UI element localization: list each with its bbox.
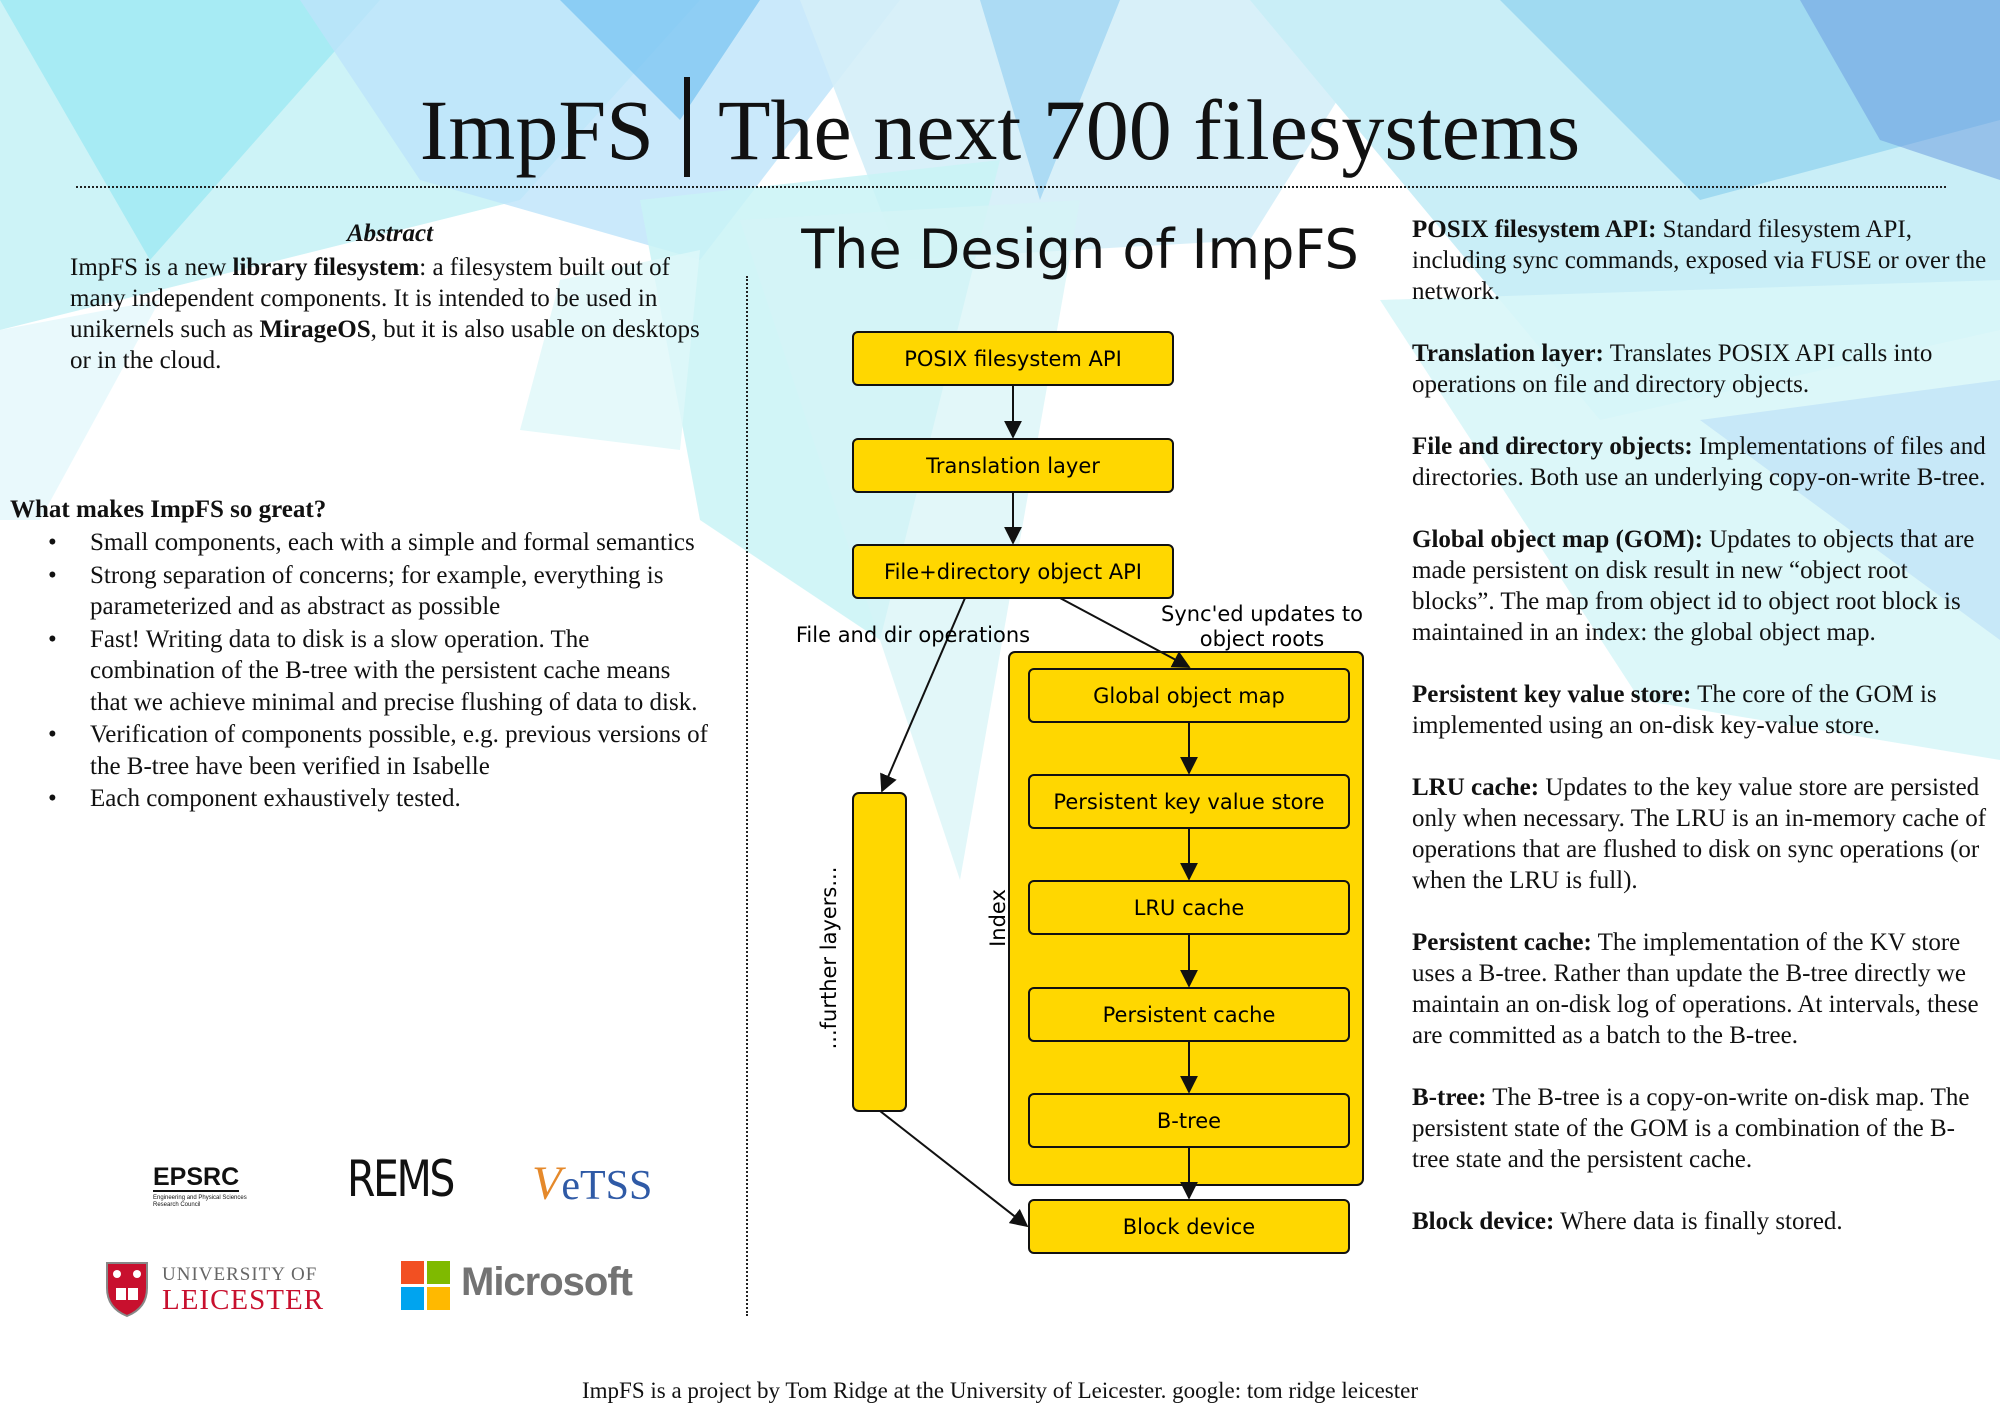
desc-block: Block device: Where data is finally stor… bbox=[1412, 1206, 1992, 1237]
file-object-api-label: File+directory object API bbox=[884, 560, 1142, 584]
translation-layer-label: Translation layer bbox=[925, 454, 1100, 478]
epsrc-subtitle-1: Engineering and Physical Sciences bbox=[153, 1195, 247, 1201]
desc-translation: Translation layer: Translates POSIX API … bbox=[1412, 338, 1992, 400]
title-right: The next 700 filesystems bbox=[717, 82, 1581, 178]
sync-label-line-2: object roots bbox=[1200, 627, 1324, 651]
pkv-box: Persistent key value store bbox=[1028, 774, 1350, 829]
microsoft-squares-icon bbox=[401, 1261, 450, 1310]
abstract-heading: Abstract bbox=[346, 220, 434, 247]
desc-file-objects: File and directory objects: Implementati… bbox=[1412, 431, 1992, 493]
vetss-v: V bbox=[532, 1157, 562, 1210]
desc-term: B-tree: bbox=[1412, 1084, 1487, 1111]
leicester-shield-icon bbox=[106, 1262, 148, 1318]
pcache-box: Persistent cache bbox=[1028, 987, 1350, 1042]
title-divider bbox=[683, 77, 690, 177]
abstract-bold-1: library filesystem bbox=[232, 254, 420, 281]
great-heading: What makes ImpFS so great? bbox=[10, 496, 327, 523]
list-item: Verification of components possible, e.g… bbox=[40, 719, 710, 782]
further-layers-label: ...further layers... bbox=[817, 867, 841, 1050]
btree-box: B-tree bbox=[1028, 1093, 1350, 1148]
posix-api-label: POSIX filesystem API bbox=[904, 347, 1122, 371]
gom-box: Global object map bbox=[1028, 668, 1350, 723]
component-descriptions: POSIX filesystem API: Standard filesyste… bbox=[1412, 214, 1992, 1268]
arrow-further-block bbox=[879, 1110, 1029, 1228]
desc-text: Where data is finally stored. bbox=[1554, 1208, 1843, 1235]
file-object-api-box: File+directory object API bbox=[852, 544, 1174, 599]
desc-term: Block device: bbox=[1412, 1208, 1555, 1235]
desc-term: Global object map (GOM): bbox=[1412, 526, 1703, 553]
posix-api-box: POSIX filesystem API bbox=[852, 331, 1174, 386]
abstract-text-2: : a filesystem built out of many indepen… bbox=[70, 254, 670, 343]
vetss-rest: eTSS bbox=[561, 1163, 653, 1209]
lru-label: LRU cache bbox=[1134, 896, 1245, 920]
microsoft-wordmark: Microsoft bbox=[461, 1260, 633, 1304]
desc-text: Updates to the key value store are persi… bbox=[1412, 774, 1987, 894]
sync-label-line-1: Sync'ed updates to bbox=[1161, 602, 1363, 626]
block-device-label: Block device bbox=[1123, 1215, 1255, 1239]
rems-logo: REMS bbox=[347, 1150, 455, 1208]
desc-term: File and directory objects: bbox=[1412, 433, 1693, 460]
vertical-divider bbox=[746, 276, 748, 1316]
abstract-text: ImpFS is a new library filesystem: a fil… bbox=[70, 252, 720, 376]
block-device-box: Block device bbox=[1028, 1199, 1350, 1254]
desc-text: Translates POSIX API calls into operatio… bbox=[1412, 340, 1933, 398]
desc-term: Persistent key value store: bbox=[1412, 681, 1692, 708]
file-ops-label: File and dir operations bbox=[796, 623, 1030, 647]
arrow-fileobj-gom bbox=[1059, 597, 1191, 668]
list-item: Small components, each with a simple and… bbox=[40, 527, 710, 559]
list-item: Strong separation of concerns; for examp… bbox=[40, 560, 710, 623]
horizontal-divider bbox=[76, 186, 1946, 188]
epsrc-subtitle-2: Research Council bbox=[153, 1202, 201, 1208]
abstract-text-3: , but it is also usable on desktops or i… bbox=[70, 316, 700, 374]
leicester-line-1: UNIVERSITY OF bbox=[162, 1264, 318, 1285]
desc-text: The implementation of the KV store uses … bbox=[1412, 929, 1979, 1049]
title-left: ImpFS bbox=[419, 82, 654, 178]
desc-pcache: Persistent cache: The implementation of … bbox=[1412, 927, 1992, 1051]
vetss-logo: VeTSS bbox=[532, 1156, 652, 1211]
abstract-bold-2: MirageOS bbox=[259, 316, 371, 343]
desc-lru: LRU cache: Updates to the key value stor… bbox=[1412, 772, 1992, 896]
desc-text: Updates to objects that are made persist… bbox=[1412, 526, 1975, 646]
desc-term: LRU cache: bbox=[1412, 774, 1540, 801]
microsoft-logo: Microsoft bbox=[401, 1260, 641, 1312]
desc-term: POSIX filesystem API: bbox=[1412, 216, 1657, 243]
further-layers-box bbox=[852, 792, 907, 1112]
desc-text: Implementations of files and directories… bbox=[1412, 433, 1986, 491]
desc-gom: Global object map (GOM): Updates to obje… bbox=[1412, 524, 1992, 648]
abstract-text-1: ImpFS is a new bbox=[70, 254, 233, 281]
pkv-label: Persistent key value store bbox=[1053, 790, 1324, 814]
desc-posix: POSIX filesystem API: Standard filesyste… bbox=[1412, 214, 1992, 307]
desc-term: Translation layer: bbox=[1412, 340, 1604, 367]
list-item: Fast! Writing data to disk is a slow ope… bbox=[40, 624, 710, 719]
gom-label: Global object map bbox=[1093, 684, 1285, 708]
desc-pkv: Persistent key value store: The core of … bbox=[1412, 679, 1992, 741]
index-label: Index bbox=[986, 889, 1010, 947]
leicester-line-2: LEICESTER bbox=[162, 1284, 325, 1316]
btree-label: B-tree bbox=[1157, 1109, 1221, 1133]
lru-box: LRU cache bbox=[1028, 880, 1350, 935]
desc-text: Standard filesystem API, including sync … bbox=[1412, 216, 1987, 305]
footer-credit: ImpFS is a project by Tom Ridge at the U… bbox=[582, 1378, 1418, 1403]
desc-text: The core of the GOM is implemented using… bbox=[1412, 681, 1937, 739]
desc-text: The B-tree is a copy-on-write on-disk ma… bbox=[1412, 1084, 1970, 1173]
poster-title: ImpFS The next 700 filesystems bbox=[0, 70, 2000, 190]
design-heading: The Design of ImpFS bbox=[801, 218, 1359, 281]
translation-layer-box: Translation layer bbox=[852, 438, 1174, 493]
arrow-fileobj-further bbox=[880, 597, 966, 793]
great-list: Small components, each with a simple and… bbox=[40, 527, 710, 816]
desc-term: Persistent cache: bbox=[1412, 929, 1592, 956]
epsrc-wordmark: EPSRC bbox=[153, 1163, 240, 1192]
epsrc-logo: EPSRC Engineering and Physical Sciences … bbox=[153, 1164, 273, 1209]
pcache-label: Persistent cache bbox=[1103, 1003, 1276, 1027]
leicester-logo: UNIVERSITY OF LEICESTER bbox=[104, 1258, 344, 1322]
list-item: Each component exhaustively tested. bbox=[40, 783, 710, 815]
desc-btree: B-tree: The B-tree is a copy-on-write on… bbox=[1412, 1082, 1992, 1175]
